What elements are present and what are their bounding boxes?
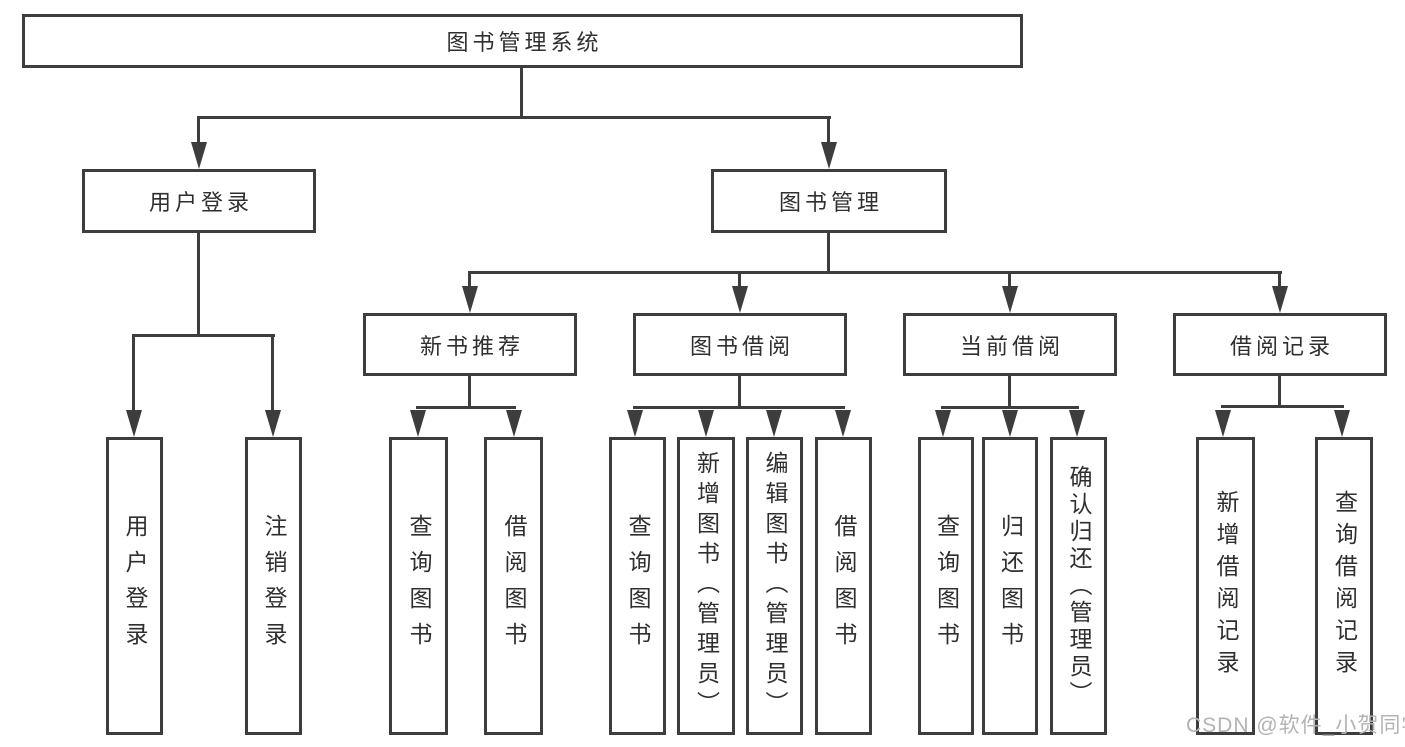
leaf-edit-books-admin: 编辑图书（管理员）: [746, 437, 803, 735]
leaf-user-login: 用户登录: [106, 437, 163, 735]
connector-line: [633, 406, 845, 409]
leaf-borrow-books-borrowing-label: 借阅图书: [831, 514, 857, 658]
arrow-down-icon: [1334, 410, 1350, 437]
leaf-logout-login-label: 注销登录: [261, 514, 287, 658]
node-book-borrowing-label: 图书借阅: [689, 333, 794, 359]
node-book-management-label: 图书管理: [778, 190, 883, 215]
leaf-borrow-books-recommend-label: 借阅图书: [501, 514, 527, 658]
node-library-system-label: 图书管理系统: [446, 30, 603, 55]
node-borrow-records: 借阅记录: [1173, 313, 1387, 376]
connector-line: [1008, 271, 1011, 288]
connector-line: [468, 271, 471, 288]
leaf-confirm-return-admin-label: 确认归还（管理员）: [1066, 464, 1092, 708]
node-current-borrowing-label: 当前借阅: [959, 333, 1064, 359]
connector-line: [197, 230, 200, 337]
connector-line: [738, 374, 741, 409]
arrow-down-icon: [732, 286, 748, 313]
arrow-down-icon: [821, 142, 837, 169]
connector-line: [1008, 374, 1011, 409]
connector-line: [827, 231, 830, 273]
connector-line: [197, 116, 831, 119]
connector-line: [1221, 405, 1344, 408]
leaf-query-borrow-record: 查询借阅记录: [1315, 437, 1373, 735]
leaf-query-borrow-record-label: 查询借阅记录: [1331, 490, 1358, 682]
leaf-query-books-recommend-label: 查询图书: [406, 514, 432, 658]
leaf-add-books-admin-label: 新增图书（管理员）: [693, 451, 720, 721]
connector-line: [738, 271, 741, 288]
node-new-book-recommend: 新书推荐: [363, 313, 577, 376]
connector-line: [468, 374, 471, 409]
leaf-logout-login: 注销登录: [245, 437, 302, 735]
arrow-down-icon: [627, 410, 643, 437]
node-borrow-records-label: 借阅记录: [1229, 333, 1334, 359]
connector-line: [271, 334, 274, 412]
leaf-borrow-books-borrowing: 借阅图书: [815, 437, 872, 735]
arrow-down-icon: [462, 286, 478, 313]
arrow-down-icon: [1272, 286, 1288, 313]
leaf-query-books-borrowing-label: 查询图书: [625, 514, 651, 658]
node-book-borrowing: 图书借阅: [633, 313, 847, 376]
leaf-query-books-current-label: 查询图书: [933, 514, 960, 658]
leaf-borrow-books-recommend: 借阅图书: [484, 437, 543, 735]
connector-line: [1278, 271, 1281, 288]
leaf-add-books-admin: 新增图书（管理员）: [677, 437, 735, 735]
arrow-down-icon: [126, 410, 142, 437]
arrow-down-icon: [506, 410, 522, 437]
watermark: CSDN @软件_小贺同学: [1186, 714, 1405, 737]
arrow-down-icon: [1215, 410, 1231, 437]
node-user-login: 用户登录: [82, 169, 316, 233]
leaf-return-books-label: 归还图书: [997, 514, 1024, 658]
arrow-down-icon: [191, 142, 207, 169]
leaf-add-borrow-record: 新增借阅记录: [1196, 437, 1255, 735]
connector-line: [827, 116, 830, 144]
connector-line: [132, 334, 275, 337]
connector-line: [520, 66, 523, 118]
leaf-confirm-return-admin: 确认归还（管理员）: [1050, 437, 1107, 735]
node-current-borrowing: 当前借阅: [903, 313, 1117, 376]
leaf-query-books-borrowing: 查询图书: [609, 437, 666, 735]
leaf-query-books-recommend: 查询图书: [389, 437, 448, 735]
arrow-down-icon: [1069, 410, 1085, 437]
arrow-down-icon: [935, 410, 951, 437]
node-user-login-label: 用户登录: [148, 190, 253, 215]
connector-line: [197, 116, 200, 144]
leaf-edit-books-admin-label: 编辑图书（管理员）: [762, 451, 788, 721]
arrow-down-icon: [766, 410, 782, 437]
arrow-down-icon: [1002, 286, 1018, 313]
connector-line: [132, 334, 135, 412]
arrow-down-icon: [698, 410, 714, 437]
arrow-down-icon: [835, 410, 851, 437]
arrow-down-icon: [410, 410, 426, 437]
leaf-query-books-current: 查询图书: [918, 437, 974, 735]
connector-line: [941, 406, 1079, 409]
node-book-management: 图书管理: [711, 169, 947, 233]
arrow-down-icon: [265, 410, 281, 437]
node-new-book-recommend-label: 新书推荐: [419, 333, 524, 359]
leaf-add-borrow-record-label: 新增借阅记录: [1213, 490, 1239, 682]
connector-line: [416, 406, 516, 409]
leaf-return-books: 归还图书: [982, 437, 1038, 735]
node-library-system: 图书管理系统: [22, 14, 1023, 68]
arrow-down-icon: [1002, 410, 1018, 437]
leaf-user-login-label: 用户登录: [122, 514, 148, 658]
connector-line: [468, 271, 1282, 274]
connector-line: [1278, 374, 1281, 408]
